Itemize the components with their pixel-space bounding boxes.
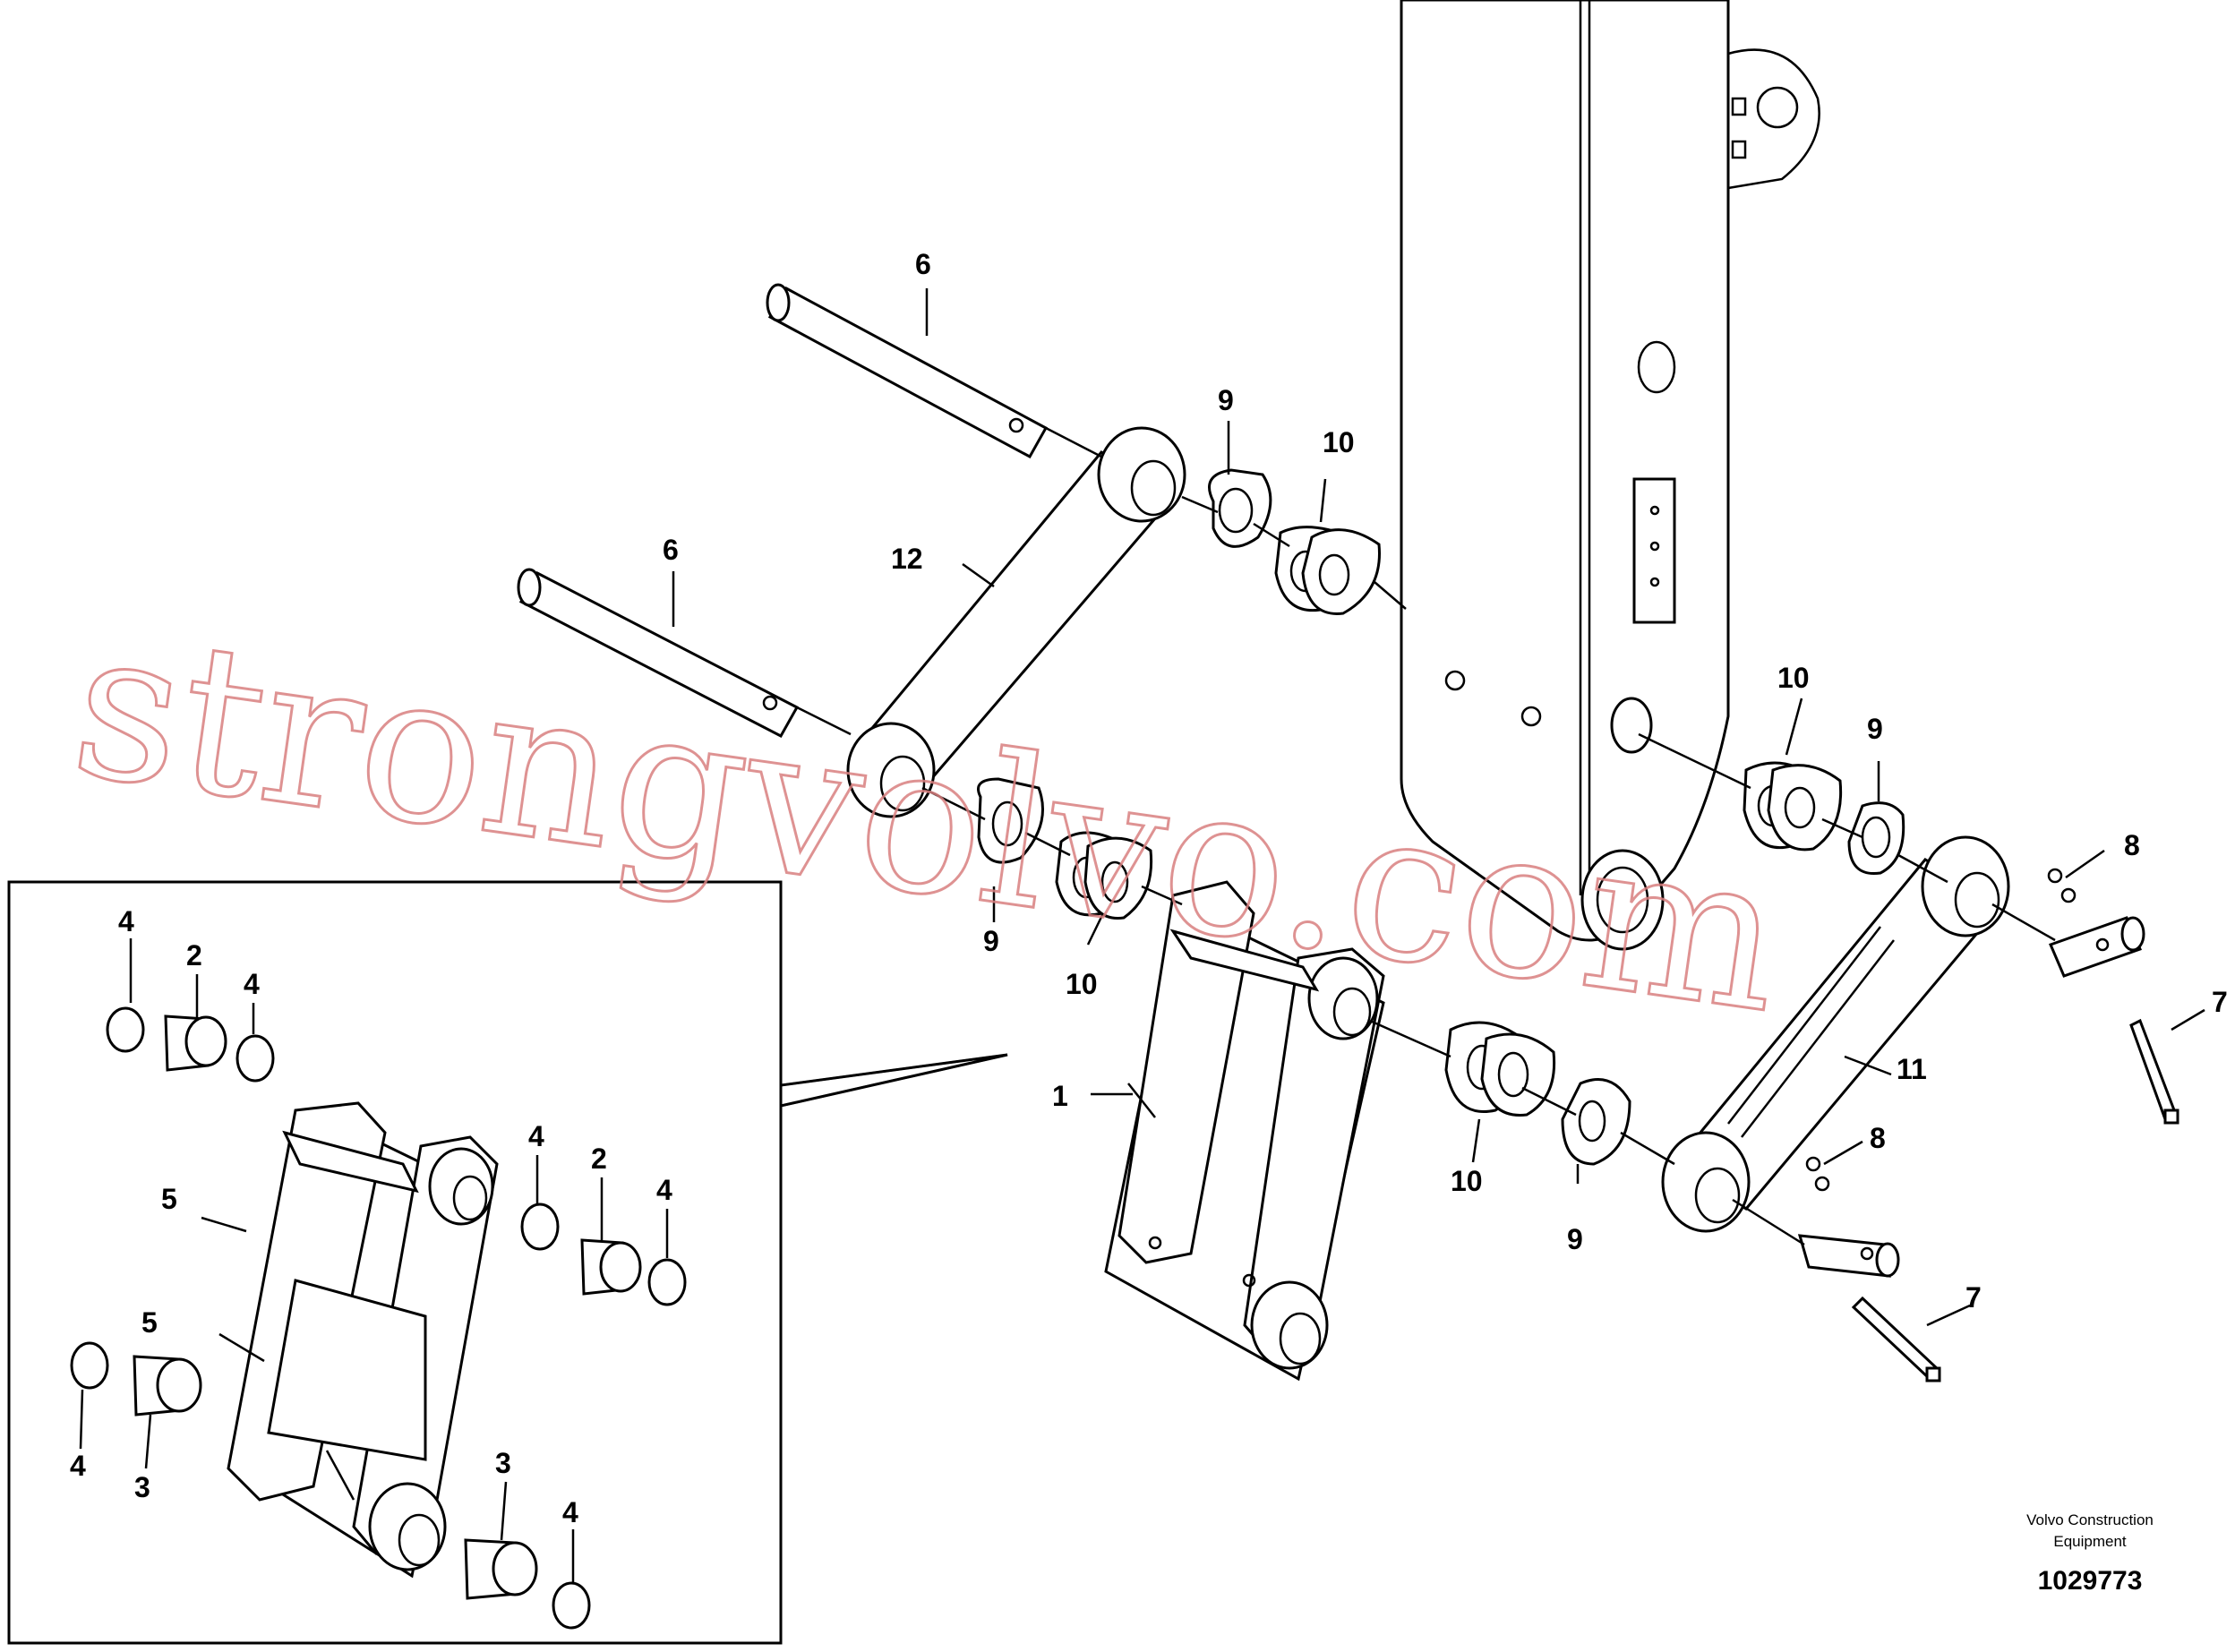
label-10-right: 10	[1777, 662, 1810, 694]
label-6-upper: 6	[915, 248, 931, 280]
label-1: 1	[1052, 1080, 1068, 1112]
label-5-inset-b: 5	[141, 1306, 158, 1339]
shims-lower-left	[977, 777, 1153, 920]
label-8-lower: 8	[1870, 1122, 1886, 1154]
label-11: 11	[1897, 1053, 1927, 1085]
label-10-left: 10	[1066, 968, 1098, 1000]
label-4-inset-b: 4	[244, 968, 260, 1000]
link-12	[846, 426, 1186, 818]
bolt-7-upper	[2129, 1018, 2179, 1125]
h-link-1	[1104, 880, 1385, 1382]
leader-lines	[79, 288, 2205, 1583]
label-2-inset-a: 2	[186, 939, 202, 972]
label-2-inset-b: 2	[591, 1143, 607, 1175]
label-8-upper: 8	[2124, 829, 2140, 861]
label-3-inset-a: 3	[134, 1471, 150, 1503]
pin-upper	[766, 283, 1049, 459]
label-5-inset-a: 5	[161, 1183, 177, 1215]
credit-line-2: Equipment	[2053, 1533, 2127, 1550]
document-number: 1029773	[2038, 1566, 2143, 1596]
label-10-center: 10	[1451, 1165, 1483, 1197]
part-labels: 6 6 12 9 10 9 10 1 10 9 10 9 8 7 11 8 7 …	[70, 248, 2228, 1528]
shims-center-right	[1444, 1021, 1631, 1166]
pin-lower	[517, 568, 800, 738]
label-6-lower: 6	[663, 534, 679, 566]
label-9-left: 9	[983, 925, 999, 957]
label-9-center: 9	[1567, 1223, 1583, 1255]
label-4-inset-d: 4	[656, 1174, 672, 1206]
label-3-inset-b: 3	[495, 1447, 511, 1479]
bolt-7-lower	[1851, 1296, 1941, 1382]
label-9-upper: 9	[1218, 384, 1234, 416]
shims-upper	[1208, 468, 1381, 615]
pin-8-upper	[2047, 868, 2145, 978]
detail-inset	[7, 880, 1008, 1645]
label-4-inset-e: 4	[70, 1450, 86, 1482]
boom-arm	[1400, 0, 1820, 951]
label-4-inset-a: 4	[118, 905, 134, 937]
label-7-upper: 7	[2212, 986, 2228, 1018]
link-11	[1661, 835, 2010, 1233]
pin-8-lower	[1797, 1156, 1900, 1278]
credit-line-1: Volvo Construction	[2026, 1511, 2154, 1528]
label-4-inset-f: 4	[562, 1496, 578, 1528]
axis-lines	[796, 426, 2056, 1246]
label-12: 12	[891, 543, 923, 575]
label-4-inset-c: 4	[528, 1120, 544, 1152]
label-10-upper: 10	[1323, 426, 1355, 458]
shims-right	[1743, 761, 1905, 876]
label-7-lower: 7	[1965, 1281, 1982, 1314]
label-9-right: 9	[1867, 713, 1883, 745]
